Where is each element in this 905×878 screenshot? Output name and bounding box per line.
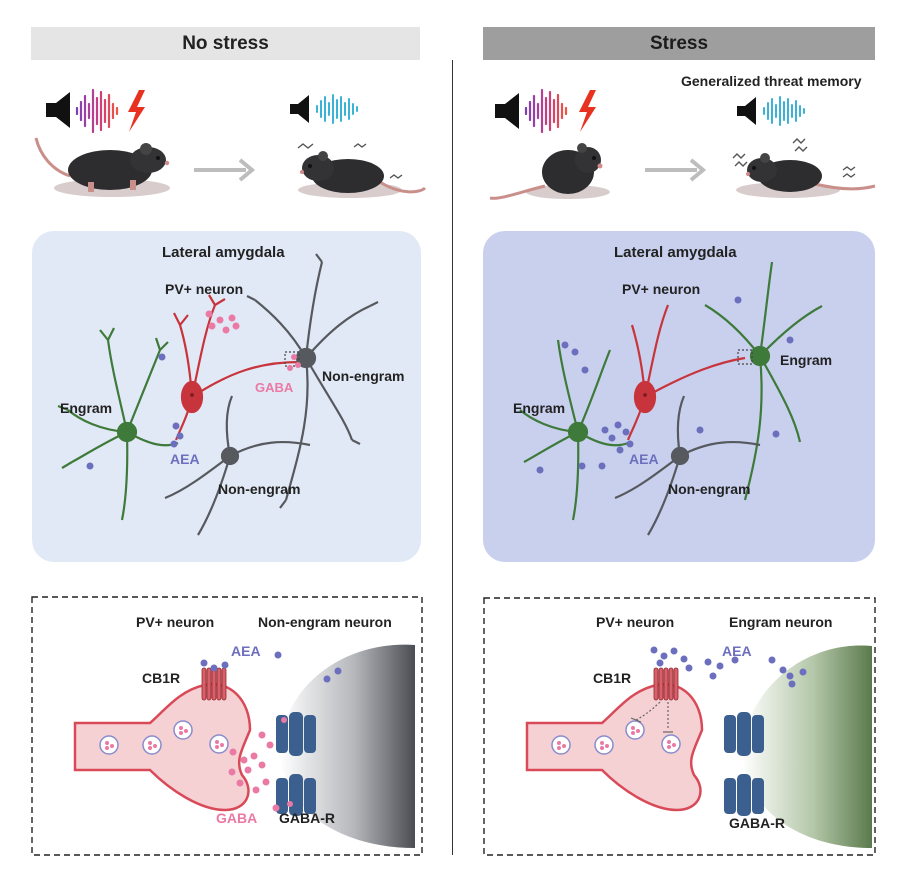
aea-dots xyxy=(650,646,807,688)
speaker-icon xyxy=(495,93,519,129)
synapse-target-label: Engram neuron xyxy=(729,614,833,630)
cb1r-label: CB1R xyxy=(142,670,181,686)
mouse-icon xyxy=(736,153,876,198)
vesicles xyxy=(551,720,681,755)
non-engram-label: Non-engram xyxy=(668,481,751,497)
synapse-pv-neuron-label: PV+ neuron xyxy=(136,614,215,630)
vesicles xyxy=(99,720,229,755)
speaker-icon xyxy=(737,97,756,125)
engram-label: Engram xyxy=(60,400,113,416)
engram-cell-membrane xyxy=(742,645,872,848)
engram-neuron xyxy=(57,327,179,521)
mouse-icon xyxy=(34,137,170,197)
cb1r-receptor xyxy=(653,667,679,701)
non-engram-label-bottom: Non-engram xyxy=(218,481,301,497)
non-engram-neuron-top xyxy=(246,253,379,509)
aea-dots xyxy=(200,651,342,683)
synapse-highlight-box xyxy=(737,349,753,365)
shake-lines-icon xyxy=(732,138,856,178)
non-engram-label-top: Non-engram xyxy=(322,368,405,384)
synapse-pv-neuron-label: PV+ neuron xyxy=(596,614,675,630)
vesicle-contents xyxy=(557,726,676,750)
mouse-icon xyxy=(298,151,427,198)
synapse-aea-label: AEA xyxy=(231,643,261,659)
synapse-gaba-label: GABA xyxy=(216,810,258,826)
gaba-label: GABA xyxy=(255,380,294,395)
engram-neuron-right xyxy=(704,261,823,501)
panel-title-no-stress: No stress xyxy=(31,27,420,60)
cb1r-receptor xyxy=(201,667,227,701)
aea-dots xyxy=(536,296,794,474)
sound-wave-icon xyxy=(763,96,805,126)
sound-wave-icon xyxy=(316,94,358,124)
gaba-r-label: GABA-R xyxy=(279,810,335,826)
cb1r-label: CB1R xyxy=(593,670,632,686)
sound-wave-icon xyxy=(524,88,568,134)
aea-dots xyxy=(86,353,184,470)
non-engram-neuron-bottom xyxy=(164,395,311,536)
gaba-r-label: GABA-R xyxy=(729,815,785,831)
vesicle-contents xyxy=(105,726,224,750)
synapse-target-label: Non-engram neuron xyxy=(258,614,392,630)
speaker-icon xyxy=(46,92,70,128)
lightning-bolt-icon xyxy=(128,90,145,132)
speaker-icon xyxy=(290,95,309,123)
synapse-box-right xyxy=(483,597,876,856)
non-engram-neuron xyxy=(614,395,761,536)
engram-label-left: Engram xyxy=(513,400,566,416)
generalized-threat-memory-caption: Generalized threat memory xyxy=(681,73,862,89)
synapse-highlight-box xyxy=(284,351,300,367)
panel-title-stress: Stress xyxy=(483,27,875,60)
lateral-amygdala-title: Lateral amygdala xyxy=(614,244,737,261)
aea-label: AEA xyxy=(629,451,659,467)
gaba-receptor xyxy=(276,712,316,816)
gaba-dots xyxy=(205,310,301,371)
amygdala-panel-left xyxy=(32,231,421,562)
synapse-aea-label: AEA xyxy=(722,643,752,659)
synapse-box-left xyxy=(31,596,423,856)
inhibition-lines xyxy=(630,701,673,733)
presynaptic-terminal xyxy=(73,682,252,812)
presynaptic-terminal xyxy=(525,682,704,812)
engram-label-right: Engram xyxy=(780,352,833,368)
pv-neuron-right xyxy=(626,304,746,441)
pv-neuron-label: PV+ neuron xyxy=(622,281,701,297)
gaba-dots xyxy=(228,717,293,812)
gaba-receptor xyxy=(724,712,764,816)
shake-lines-icon xyxy=(297,143,403,179)
aea-label: AEA xyxy=(170,451,200,467)
engram-neuron-left xyxy=(519,339,629,521)
lightning-bolt-icon xyxy=(579,90,596,132)
arrow-right-icon xyxy=(194,158,256,182)
sound-wave-icon xyxy=(75,88,119,134)
mouse-icon xyxy=(489,143,610,200)
pv-neuron-label: PV+ neuron xyxy=(165,281,244,297)
lateral-amygdala-title: Lateral amygdala xyxy=(162,244,285,261)
arrow-right-icon xyxy=(645,158,707,182)
panel-divider xyxy=(452,60,453,855)
amygdala-panel-right xyxy=(483,231,875,562)
